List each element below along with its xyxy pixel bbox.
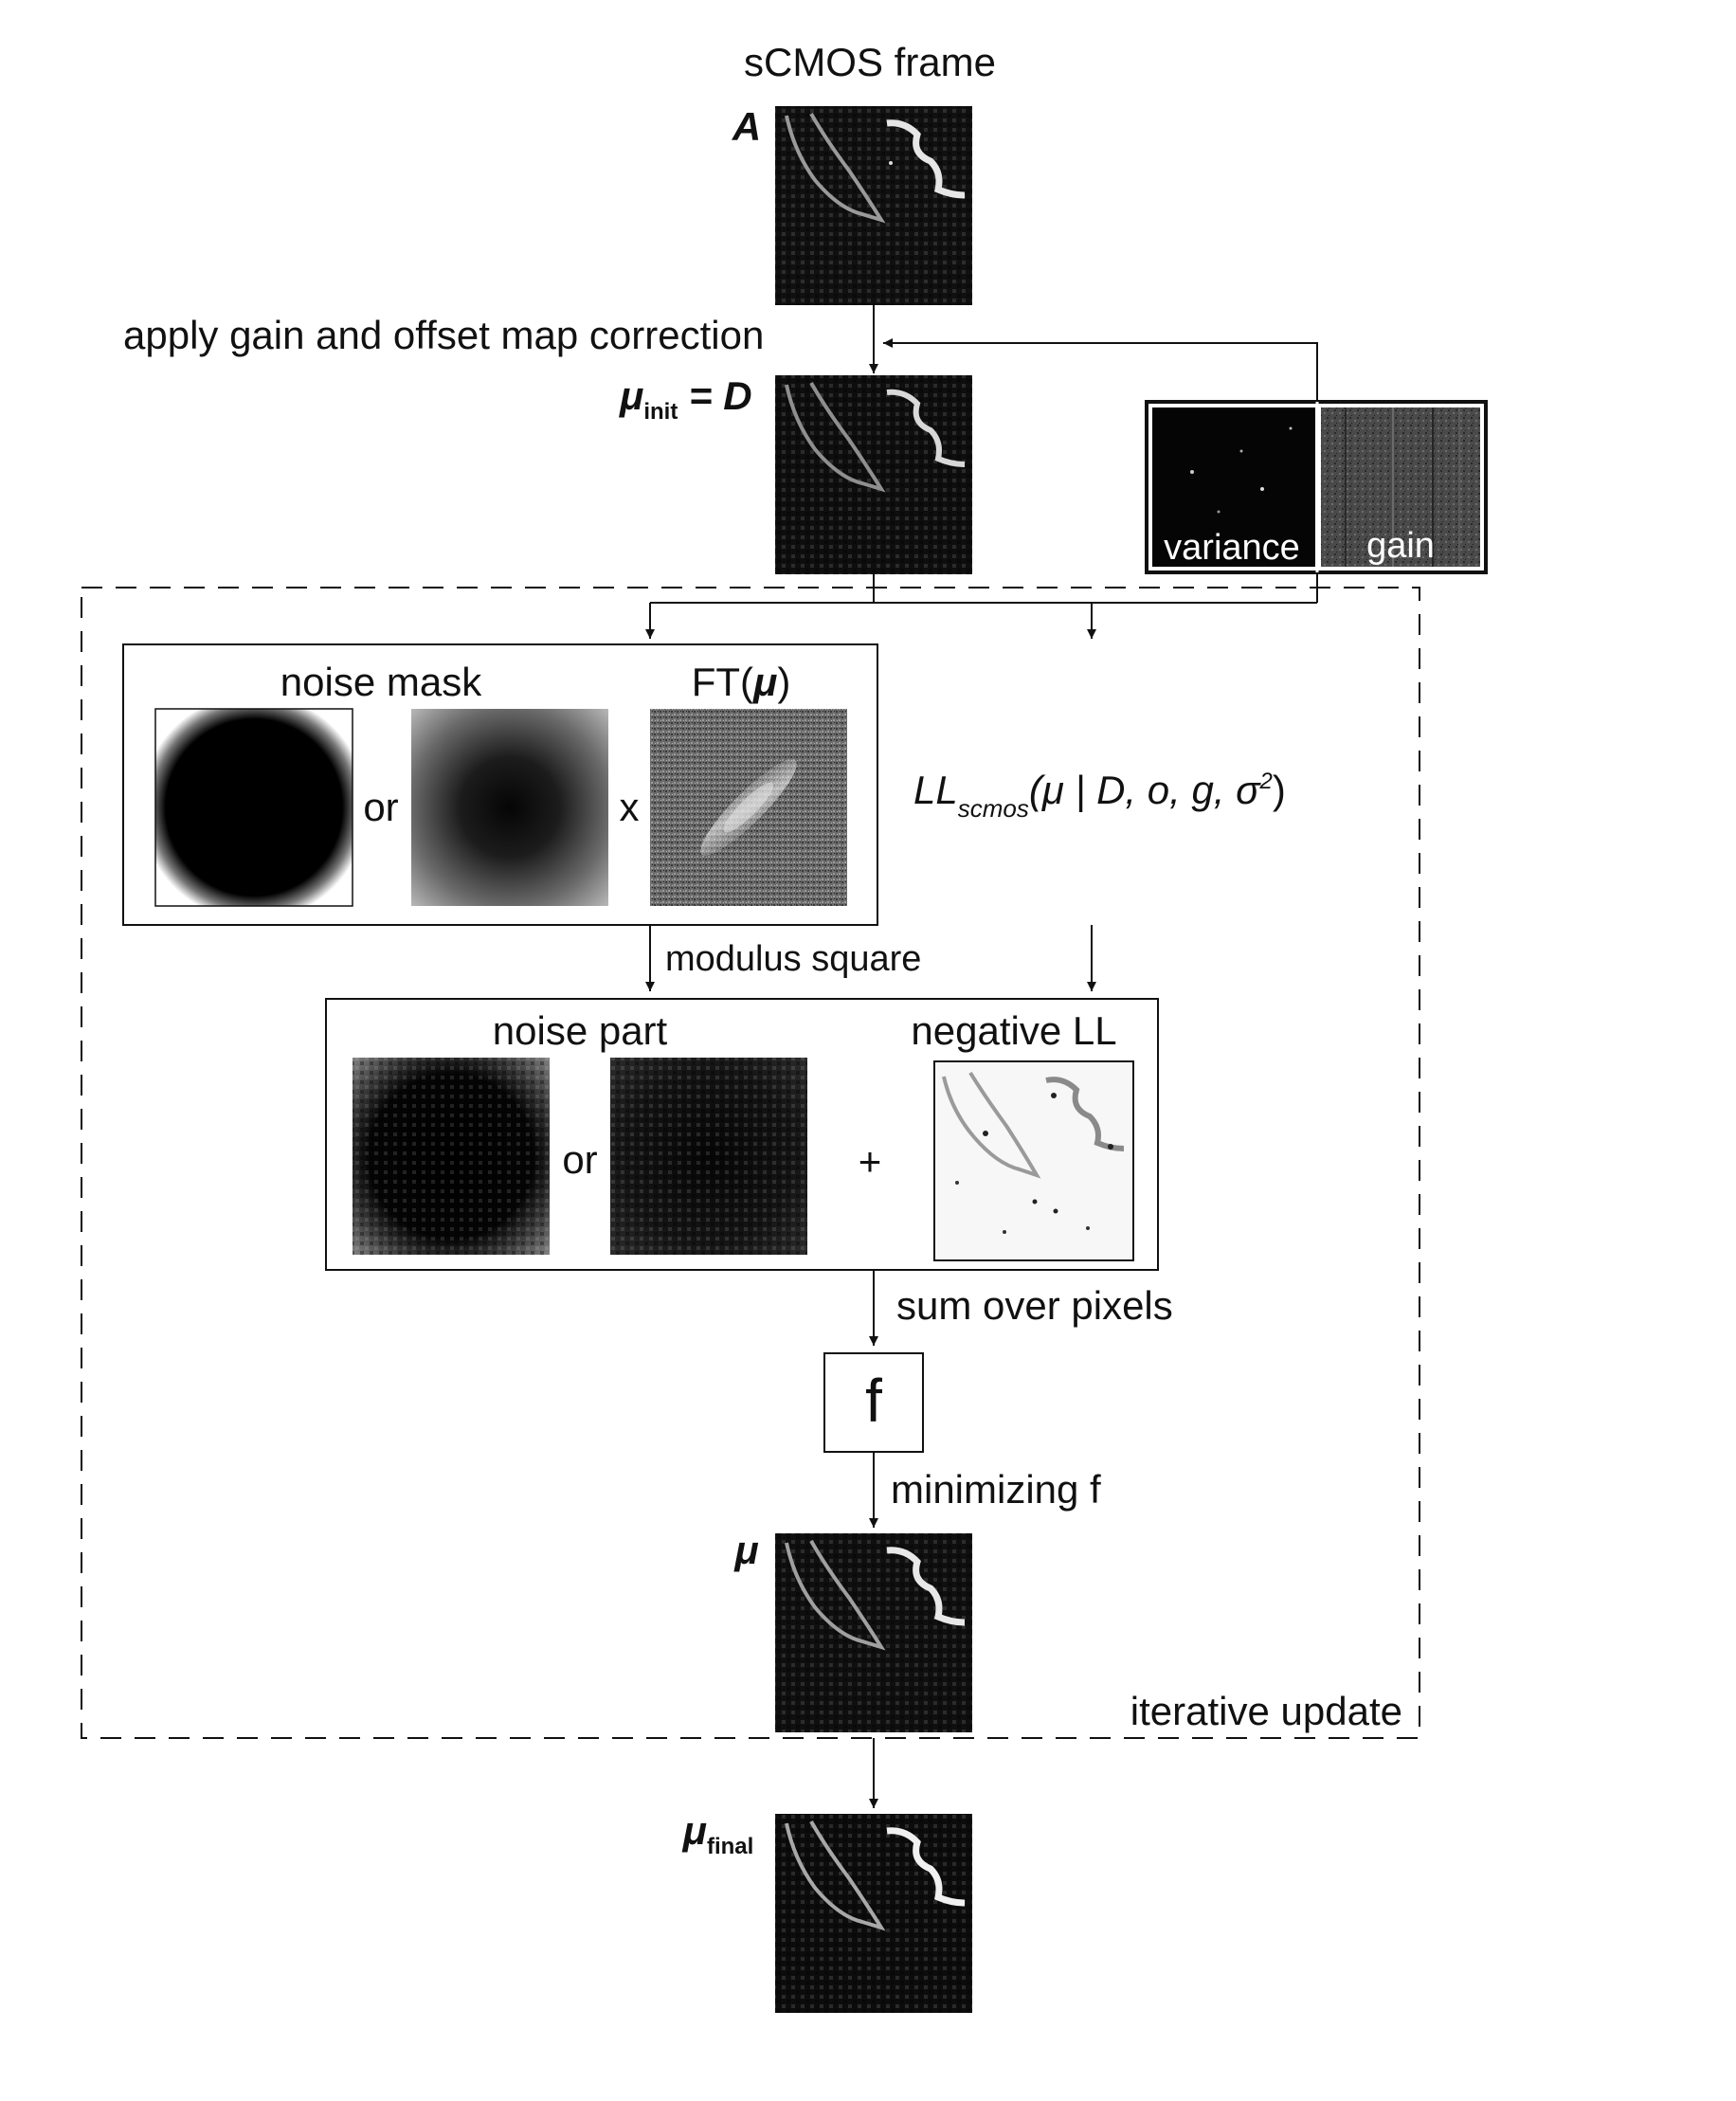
- ll-main: LL: [913, 768, 958, 812]
- mu-init-rest: = D: [678, 373, 751, 418]
- label-mu-init: μinit = D: [619, 373, 752, 425]
- image-mask-disk: [154, 708, 353, 907]
- maps-panel: variance gain: [1145, 400, 1488, 574]
- image-mask-soft: [411, 709, 608, 906]
- noise-mask-title: noise mask: [280, 660, 482, 704]
- step-sum-label: sum over pixels: [896, 1283, 1173, 1328]
- mu-init-sub: init: [643, 399, 678, 425]
- noise-part-title: noise part: [493, 1008, 668, 1053]
- title-scmos-frame: sCMOS frame: [744, 40, 996, 84]
- label-A: A: [732, 104, 761, 149]
- iterative-update-box: [81, 587, 1420, 1739]
- mu-final-sub: final: [707, 1834, 753, 1859]
- negative-ll-title: negative LL: [911, 1008, 1116, 1053]
- ft-suffix: ): [777, 660, 790, 704]
- ll-sub: scmos: [958, 794, 1029, 823]
- image-negative-ll: [933, 1060, 1134, 1261]
- ll-args-b: ): [1273, 768, 1286, 812]
- step-modulus-label: modulus square: [665, 939, 921, 979]
- f-box: [823, 1352, 924, 1453]
- image-ft-mu: [650, 709, 847, 906]
- label-mu: μ: [733, 1528, 758, 1572]
- image-noise-part-soft: [610, 1058, 807, 1255]
- ft-title: FT(μ): [692, 660, 791, 704]
- ll-formula: LLscmos(μ | D, o, g, σ2): [913, 768, 1286, 823]
- ll-sup: 2: [1258, 769, 1272, 794]
- ft-prefix: FT(: [692, 660, 753, 704]
- plus-label: +: [859, 1139, 882, 1184]
- arrow-maps-to-correction: [883, 338, 1318, 402]
- or-label-1: or: [363, 785, 398, 829]
- gain-map: [1321, 408, 1480, 567]
- step-minimize-label: minimizing f: [891, 1467, 1101, 1512]
- image-scmos-frame: [775, 106, 972, 305]
- image-mu-final: [775, 1814, 972, 2013]
- or-label-2: or: [562, 1137, 597, 1182]
- step-gain-offset-label: apply gain and offset map correction: [123, 313, 764, 357]
- gain-label: gain: [1366, 526, 1435, 566]
- f-label: f: [865, 1367, 882, 1435]
- iterative-update-label: iterative update: [1130, 1689, 1402, 1733]
- image-mu-init: [775, 375, 972, 574]
- mu-init-symbol: μ: [619, 373, 643, 418]
- variance-label: variance: [1164, 528, 1300, 568]
- image-noise-part-disk: [353, 1058, 550, 1255]
- label-mu-final: μfinal: [682, 1808, 754, 1859]
- image-mu: [775, 1533, 972, 1732]
- ll-args-a: (μ | D, o, g, σ: [1029, 768, 1261, 813]
- svg-text:μinit = D: μinit = D: [619, 373, 752, 425]
- mu-final-symbol: μ: [682, 1808, 707, 1853]
- ft-symbol: μ: [752, 660, 777, 704]
- times-label: x: [620, 785, 640, 829]
- variance-map: [1152, 408, 1315, 567]
